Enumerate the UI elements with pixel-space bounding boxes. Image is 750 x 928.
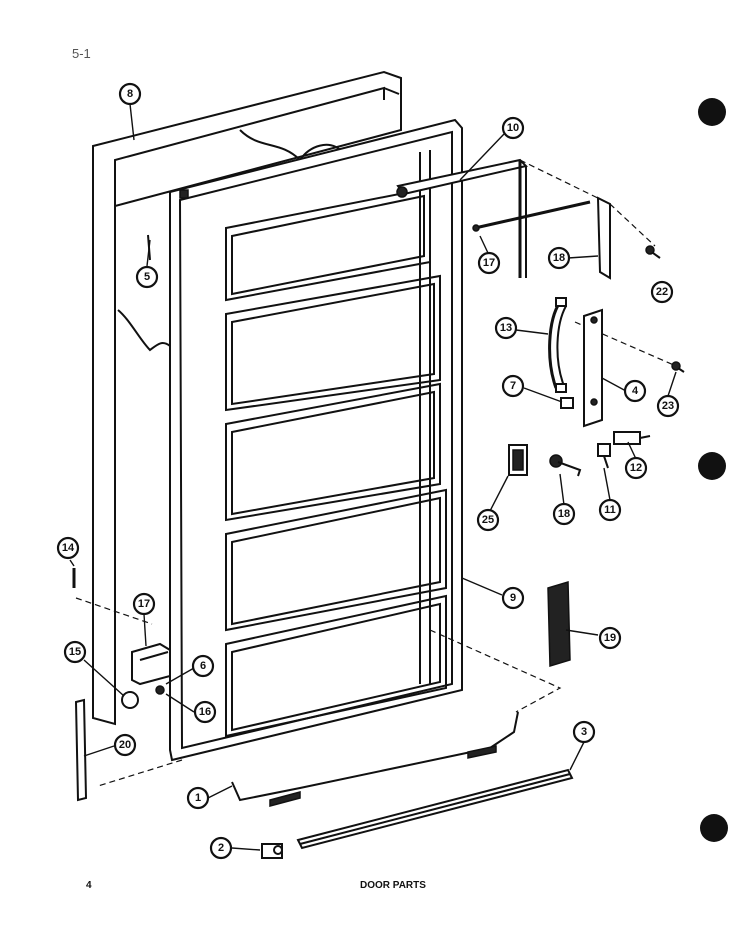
svg-text:20: 20 bbox=[119, 739, 131, 751]
callout-9: 9 bbox=[501, 586, 525, 610]
part-2-cap bbox=[261, 843, 283, 859]
hinge-rod bbox=[472, 200, 591, 232]
callout-23: 22 bbox=[650, 280, 674, 304]
callout-15: 15 bbox=[63, 640, 87, 664]
svg-text:23: 23 bbox=[662, 400, 674, 412]
part-7-clip bbox=[560, 397, 574, 409]
svg-text:22: 22 bbox=[656, 286, 668, 298]
door-handle bbox=[548, 297, 567, 393]
svg-text:10: 10 bbox=[507, 122, 519, 134]
diagram-caption: DOOR PARTS bbox=[360, 880, 426, 891]
callout-10: 10 bbox=[501, 116, 525, 140]
svg-text:9: 9 bbox=[510, 592, 516, 604]
svg-text:11: 11 bbox=[604, 504, 616, 516]
screw-24 bbox=[671, 361, 685, 373]
binder-hole-middle bbox=[698, 452, 726, 480]
page-number: 4 bbox=[86, 880, 92, 891]
corner-mark: 5-1 bbox=[72, 46, 91, 61]
svg-text:13: 13 bbox=[500, 322, 512, 334]
part-11-plunger bbox=[597, 443, 611, 469]
leader-lines bbox=[69, 103, 677, 851]
svg-text:12: 12 bbox=[630, 462, 642, 474]
svg-text:16: 16 bbox=[199, 706, 211, 718]
callout-12: 12 bbox=[624, 456, 648, 480]
part-15-roller bbox=[121, 691, 139, 709]
callout-16: 16 bbox=[193, 700, 217, 724]
part-17-box bbox=[131, 642, 171, 686]
callout-14: 14 bbox=[56, 536, 80, 560]
callout-8: 8 bbox=[118, 82, 142, 106]
handle-trim bbox=[583, 308, 603, 428]
callout-13: 13 bbox=[494, 316, 518, 340]
callout-4: 4 bbox=[623, 379, 647, 403]
callout-5: 5 bbox=[135, 265, 159, 289]
svg-text:1: 1 bbox=[195, 792, 201, 804]
part-16-screw bbox=[155, 685, 165, 695]
callout-22: 18 bbox=[552, 502, 576, 526]
callout-25: 25 bbox=[476, 508, 500, 532]
callout-2: 2 bbox=[209, 836, 233, 860]
outer-door-panel bbox=[92, 70, 402, 726]
part-20-brush bbox=[547, 580, 571, 668]
svg-text:7: 7 bbox=[510, 380, 516, 392]
callout-18a: 17 bbox=[477, 251, 501, 275]
left-hinge-strip bbox=[74, 698, 88, 802]
svg-text:2: 2 bbox=[218, 842, 224, 854]
callout-1: 1 bbox=[186, 786, 210, 810]
part-22-cam bbox=[549, 454, 582, 477]
binder-hole-top bbox=[698, 98, 726, 126]
hinge-bracket bbox=[596, 196, 611, 280]
liner-shelves bbox=[225, 186, 447, 738]
svg-text:19: 19 bbox=[604, 632, 616, 644]
svg-text:18: 18 bbox=[558, 508, 570, 520]
part-12-switch bbox=[613, 431, 651, 445]
svg-text:8: 8 bbox=[127, 88, 133, 100]
callout-11: 11 bbox=[598, 498, 622, 522]
part-25-block bbox=[508, 444, 528, 476]
callout-17: 17 bbox=[132, 592, 156, 616]
svg-text:17: 17 bbox=[138, 598, 150, 610]
callout-6: 6 bbox=[191, 654, 215, 678]
svg-text:4: 4 bbox=[632, 385, 639, 397]
svg-text:14: 14 bbox=[62, 542, 75, 554]
svg-text:17: 17 bbox=[483, 257, 495, 269]
svg-text:18: 18 bbox=[553, 252, 565, 264]
callout-24: 23 bbox=[656, 394, 680, 418]
bottom-trim bbox=[296, 768, 574, 850]
svg-text:25: 25 bbox=[482, 514, 494, 526]
screw-23 bbox=[645, 245, 661, 259]
binder-hole-bottom bbox=[700, 814, 728, 842]
inner-door-liner bbox=[169, 118, 463, 762]
callout-18b: 18 bbox=[547, 246, 571, 270]
svg-text:5: 5 bbox=[144, 271, 150, 283]
svg-text:15: 15 bbox=[69, 646, 81, 658]
callout-19: 20 bbox=[113, 733, 137, 757]
bottom-rod bbox=[231, 711, 519, 807]
callouts: 8 5 10 17 18 22 13 7 4 23 25 18 11 12 9 … bbox=[56, 82, 680, 860]
svg-text:3: 3 bbox=[581, 726, 587, 738]
svg-text:6: 6 bbox=[200, 660, 206, 672]
callout-20: 19 bbox=[598, 626, 622, 650]
callout-7: 7 bbox=[501, 374, 525, 398]
callout-3: 3 bbox=[572, 720, 596, 744]
